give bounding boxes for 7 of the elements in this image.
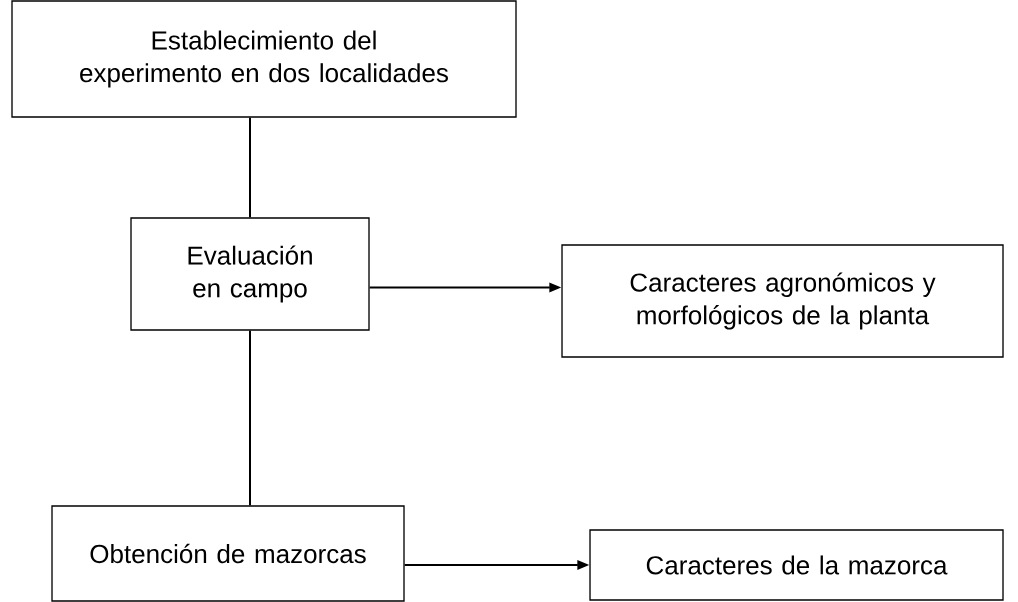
process-box: Obtención de mazorcas: [51, 505, 405, 602]
process-box: Establecimiento del experimento en dos localidades: [11, 0, 517, 118]
connector-line: [249, 329, 251, 507]
connector-line: [249, 116, 251, 219]
process-box: Evaluación en campo: [130, 217, 370, 331]
process-box: Caracteres agronómicos y morfológicos de la planta: [561, 244, 1004, 358]
process-box: Caracteres de la mazorca: [589, 529, 1004, 601]
